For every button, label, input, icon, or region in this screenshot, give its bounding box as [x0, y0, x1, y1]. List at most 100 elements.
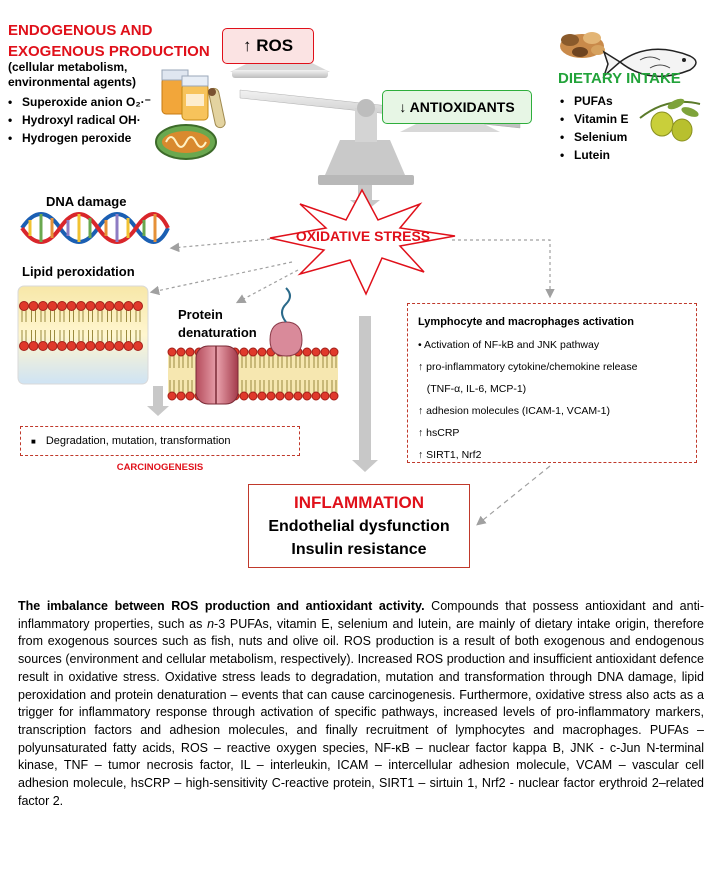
arrow-to-protein: [235, 269, 299, 304]
caption-bold: The imbalance between ROS production and…: [18, 599, 425, 613]
lipid-head: [284, 391, 294, 401]
lipid-head: [95, 301, 105, 311]
lipid-head: [320, 347, 330, 357]
lipid-head: [114, 341, 124, 351]
ros-sources-list: Superoxide anion O₂·⁻ Hydroxyl radical O…: [8, 93, 198, 147]
lipid-head: [185, 391, 195, 401]
lipid-head: [47, 301, 58, 311]
lipid-head: [176, 391, 186, 401]
lipid-head: [257, 347, 267, 357]
nuts-icon: [560, 32, 605, 58]
lipid-head: [19, 341, 29, 351]
arrow-stress-to-inflammation: [352, 316, 378, 472]
lipid-head: [85, 341, 96, 351]
lipid-head: [133, 301, 143, 311]
lymphocyte-row: ↑ hsCRP: [418, 427, 460, 439]
lipid-head: [257, 391, 267, 401]
lipid-head: [329, 347, 339, 357]
list-item: Lutein: [560, 146, 670, 164]
lipid-head: [275, 391, 285, 401]
lymphocyte-row: (TNF-α, IL-6, MCP-1): [418, 383, 527, 395]
lipid-bilayer-icon: [17, 285, 149, 385]
lipid-head: [311, 347, 321, 357]
lipid-peroxidation-label: Lipid peroxidation: [22, 264, 135, 279]
carcinogenesis-label: CARCINOGENESIS: [116, 462, 204, 473]
production-subtitle: (cellular metabolism, environmental agen…: [8, 60, 208, 90]
lymphocyte-activation-box: Lymphocyte and macrophages activation • …: [407, 303, 697, 463]
lipid-head: [248, 347, 258, 357]
lipid-head: [176, 347, 186, 357]
dna-helix-icon: [20, 212, 170, 244]
lipid-head: [266, 391, 276, 401]
lipid-head: [167, 347, 177, 357]
lipid-head: [114, 301, 124, 311]
oxidative-stress-starburst: [269, 188, 456, 296]
lipid-head: [302, 347, 312, 357]
lipid-head: [167, 391, 177, 401]
lipid-head: [123, 341, 134, 351]
arrow-lymphocyte-to-inflammation: [476, 465, 551, 526]
lipid-head: [329, 391, 339, 401]
lipid-head: [57, 301, 67, 311]
dietary-intake-list: PUFAs Vitamin E Selenium Lutein: [560, 92, 670, 164]
lipid-head: [47, 341, 58, 351]
lipid-head: [293, 391, 303, 401]
degradation-box: ■ Degradation, mutation, transformation: [20, 426, 300, 456]
protein-denaturation-label: Protein denaturation: [178, 306, 257, 342]
insulin-resistance-label: Insulin resistance: [291, 541, 427, 558]
production-subtitle-line2: environmental agents): [8, 75, 137, 89]
production-title: ENDOGENOUS AND EXOGENOUS PRODUCTION: [8, 20, 248, 62]
lymphocyte-row: • Activation of NF-kB and JNK pathway: [418, 339, 600, 351]
oxidative-stress-label: OXIDATIVE STRESS: [295, 228, 431, 244]
lipid-head: [76, 341, 86, 351]
fish-icon: [602, 48, 697, 79]
lipid-head: [239, 347, 249, 357]
endothelial-dysfunction-label: Endothelial dysfunction: [268, 518, 450, 535]
inflammation-box: INFLAMMATION Endothelial dysfunction Ins…: [248, 484, 470, 568]
degradation-text: Degradation, mutation, transformation: [45, 435, 231, 447]
lymphocyte-row: ↑ adhesion molecules (ICAM-1, VCAM-1): [418, 405, 610, 417]
lipid-head: [104, 341, 115, 351]
list-item: PUFAs: [560, 92, 670, 110]
dna-damage-label: DNA damage: [46, 194, 127, 209]
lipid-head: [28, 341, 39, 351]
lipid-head: [66, 301, 77, 311]
protein-label-line1: Protein: [178, 307, 223, 322]
caption-part2: -3 PUFAs, vitamin E, selenium and lutein…: [18, 616, 704, 808]
lipid-head: [104, 301, 115, 311]
lipid-head: [66, 341, 77, 351]
bullet-icon: ■: [31, 436, 36, 446]
lipid-head: [57, 341, 67, 351]
lipid-head: [320, 391, 330, 401]
arrow-to-lymphocyte: [452, 239, 555, 299]
antioxidants-box: ↓ ANTIOXIDANTS: [382, 90, 532, 124]
lipid-head: [38, 301, 48, 311]
lipid-head: [133, 341, 143, 351]
lipid-head: [239, 391, 249, 401]
production-title-line1: ENDOGENOUS AND: [8, 22, 153, 39]
list-item: Vitamin E: [560, 110, 670, 128]
lipid-head: [28, 301, 39, 311]
protein-label-line2: denaturation: [178, 325, 257, 340]
lipid-head: [85, 301, 96, 311]
list-item: Superoxide anion O₂·⁻: [8, 93, 198, 111]
lipid-head: [311, 391, 321, 401]
lipid-head: [302, 391, 312, 401]
caption-italic: n: [207, 616, 215, 631]
lipid-head: [95, 341, 105, 351]
list-item: Selenium: [560, 128, 670, 146]
production-subtitle-line1: (cellular metabolism,: [8, 60, 128, 74]
lipid-head: [38, 341, 48, 351]
figure-caption: The imbalance between ROS production and…: [18, 598, 704, 810]
protein-membrane-icon: [167, 287, 339, 405]
bilayer-heads: [19, 301, 143, 351]
lipid-head: [248, 391, 258, 401]
lipid-head: [123, 301, 134, 311]
arrow-membrane-to-degradation: [147, 386, 169, 416]
lymphocyte-row: ↑ pro-inflammatory cytokine/chemokine re…: [418, 361, 638, 373]
list-item: Hydrogen peroxide: [8, 129, 198, 147]
diagram-graphics: [17, 32, 701, 526]
production-title-line2: EXOGENOUS PRODUCTION: [8, 43, 210, 60]
inflammation-title: INFLAMMATION: [294, 493, 424, 512]
lipid-head: [185, 347, 195, 357]
